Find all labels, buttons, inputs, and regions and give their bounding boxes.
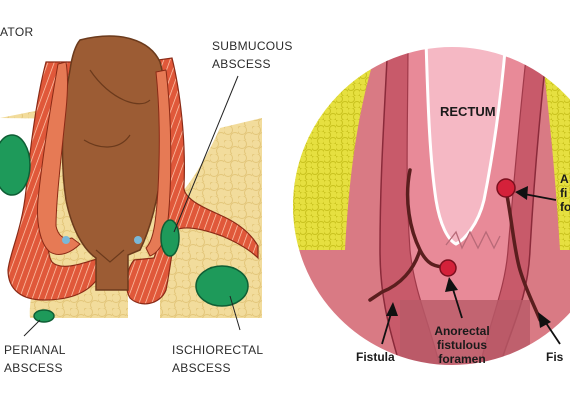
foramen-dot-top (496, 178, 516, 198)
label-fistula-left: Fistula (356, 350, 395, 364)
label-foramen-top-line2: fi (560, 186, 568, 200)
label-foramen-top-line1: A (560, 172, 569, 186)
submucous-abscess (160, 219, 180, 257)
label-submucous-line1: SUBMUCOUS (212, 39, 293, 53)
arrow-foramen-bottom (451, 285, 463, 319)
muscle-inner-left (37, 61, 81, 255)
arrowhead-foramen-top (515, 186, 528, 200)
perianal-abscess (33, 309, 55, 323)
label-top-left: ATOR (0, 25, 34, 39)
muscle-inner-right (145, 69, 172, 257)
arrowhead-fistula-left (386, 302, 398, 316)
arrowhead-fistula-right (538, 312, 551, 328)
label-foramen-bottom-line1: Anorectal (434, 324, 490, 338)
crypt-marker-right (134, 236, 142, 244)
arrow-foramen-top (523, 193, 557, 201)
foramen-dot-bottom (439, 259, 457, 277)
label-perianal-line2: ABSCESS (4, 361, 63, 375)
label-ischiorectal-line2: ABSCESS (172, 361, 231, 375)
right-magnified-view (292, 46, 570, 366)
label-fistula-right: Fis (546, 350, 564, 364)
perianal-leader (23, 319, 41, 337)
left-cross-section (0, 35, 262, 337)
lumen-fold (83, 69, 151, 263)
zigzag-line (445, 230, 501, 250)
ischiorectal-leader (229, 295, 241, 331)
label-ischiorectal-line1: ISCHIORECTAL (172, 343, 264, 357)
magnify-circle-border (291, 45, 570, 367)
label-perianal-line1: PERIANAL (4, 343, 66, 357)
ischiorectal-abscess (195, 265, 249, 307)
fistula-tract-left (368, 168, 448, 302)
label-foramen-bottom-line3: foramen (438, 352, 486, 366)
submucous-leader (173, 75, 239, 233)
label-rectum: RECTUM (440, 104, 496, 119)
label-foramen-top-line3: fo (560, 200, 570, 214)
fistula-tract-right (504, 188, 542, 322)
rectum-lumen (424, 46, 508, 246)
arrowhead-foramen-bottom (445, 277, 458, 292)
label-submucous-line2: ABSCESS (212, 57, 271, 71)
right-arrows (381, 186, 561, 345)
abscess-left-top (0, 134, 31, 196)
label-foramen-bottom-line2: fistulous (437, 338, 487, 352)
crypt-marker-left (62, 236, 70, 244)
lower-band (400, 300, 530, 366)
yellow-fat-right (540, 46, 570, 250)
